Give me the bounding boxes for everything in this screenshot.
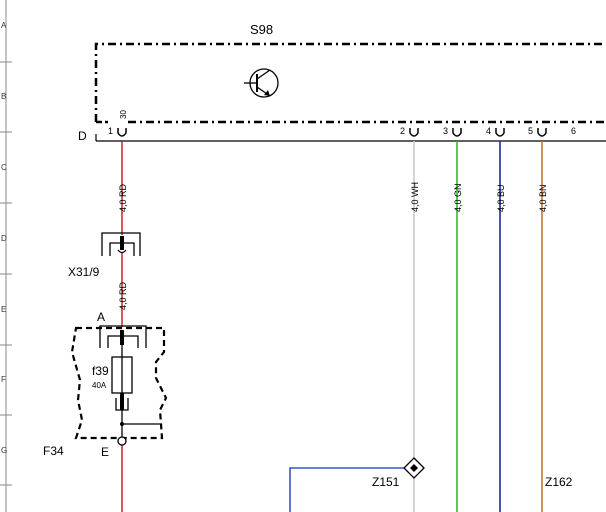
pin-3-label: 3 [443, 126, 448, 136]
splice-z151-label: Z151 [372, 475, 400, 489]
fuse-box-f34: A f39 40A E F34 [43, 310, 168, 459]
pin-5-label: 5 [528, 126, 533, 136]
wire-blue: 4,0 BU [496, 141, 506, 512]
rail-letter-c: C [1, 163, 7, 172]
pin-4-label: 4 [486, 126, 491, 136]
fuse-box-label-e: E [101, 445, 109, 459]
wire-brown: 4,0 BN [538, 141, 548, 512]
rail-letter-f: F [1, 375, 6, 384]
fuse-label: f39 [92, 364, 109, 378]
wire-label-white: 4,0 WH [410, 182, 420, 212]
pin-1-label: 1 [108, 126, 113, 136]
connector-strip: D [78, 129, 606, 143]
pin-contacts [117, 128, 547, 137]
red-wire: 4,0 RD 4,0 RD [118, 141, 128, 512]
s98-component-box: S98 [94, 22, 606, 124]
pin-6-label: 6 [571, 126, 576, 136]
rail-letter-a: A [1, 21, 7, 30]
s98-label: S98 [250, 22, 273, 37]
fuse-rating: 40A [92, 381, 107, 390]
terminal-30-label: 30 [119, 110, 128, 119]
rail-letter-e: E [1, 305, 6, 314]
splice-z162-label: Z162 [545, 475, 573, 489]
wire-green: 4,0 GN [453, 141, 463, 512]
connector-x31-9: X31/9 [68, 232, 141, 279]
fuse-box-f34-label: F34 [43, 444, 64, 458]
pin-2-label: 2 [400, 126, 405, 136]
splice-z151: Z151 [289, 457, 425, 512]
rail-letter-g: G [1, 446, 7, 455]
rail-letter-b: B [1, 92, 6, 101]
left-rail: A B C D E F G [0, 0, 12, 512]
wire-label-red-1: 4,0 RD [118, 183, 128, 212]
wire-label-green: 4,0 GN [453, 183, 463, 212]
wire-label-blue: 4,0 BU [496, 184, 506, 212]
connector-x31-9-label: X31/9 [68, 265, 100, 279]
wire-white: 4,0 WH [410, 141, 420, 460]
fuse-box-label-a: A [97, 310, 105, 324]
wire-label-red-2: 4,0 RD [118, 281, 128, 310]
wire-label-brown: 4,0 BN [538, 184, 548, 212]
transistor-icon [244, 68, 279, 98]
label-d: D [78, 129, 87, 143]
rail-letter-d: D [1, 234, 7, 243]
